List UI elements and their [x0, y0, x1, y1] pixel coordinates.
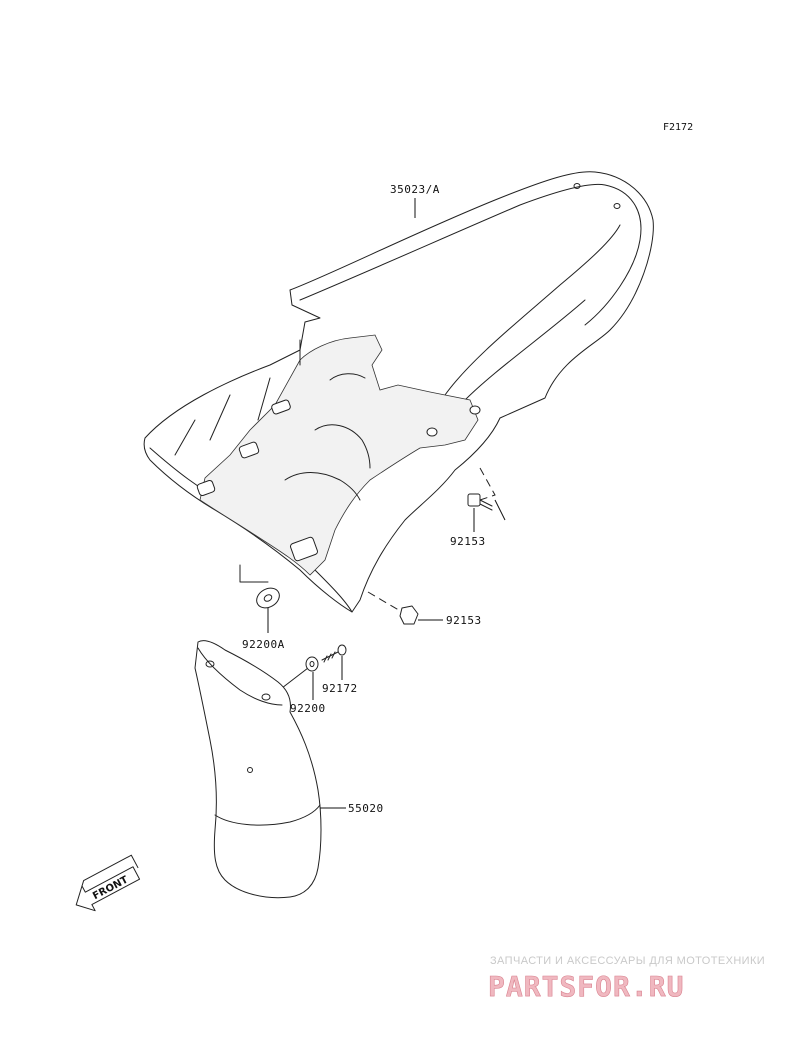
bolt-lower-dash-path — [367, 591, 403, 613]
bolt-upper-shank — [479, 499, 493, 511]
watermark-tagline: ЗАПЧАСТИ И АКСЕССУАРЫ ДЛЯ МОТОТЕХНИКИ — [490, 955, 765, 967]
bolt-upper-aux-line — [494, 499, 506, 521]
mount-hole-2 — [613, 203, 621, 209]
rear-fender-inner-bracket — [196, 334, 481, 576]
mud-flap-hole-1 — [205, 660, 215, 668]
bracket-hole-2 — [469, 405, 481, 415]
bracket-slot-4 — [271, 399, 291, 415]
screw-head — [337, 644, 347, 656]
rear-fender-ridge-1 — [299, 183, 642, 326]
screw-washer-assembly — [281, 644, 347, 700]
rear-fender-ridge-3 — [464, 299, 586, 401]
callout-bolt-upper: 92153 — [450, 535, 486, 548]
front-arrow-shadow — [81, 854, 139, 887]
grommet-bracket-line — [239, 564, 269, 583]
inner-bracket-body — [199, 334, 479, 576]
callout-washer: 92200 — [290, 702, 326, 715]
inner-bracket-rib-1 — [284, 472, 361, 501]
bracket-slot-2 — [196, 479, 216, 497]
bolt-upper-dash-path — [479, 467, 496, 501]
front-arrow-shape — [75, 866, 141, 912]
mud-flap-hole-2 — [261, 693, 271, 701]
bracket-hole-1 — [426, 427, 438, 437]
bolt-upper — [467, 467, 506, 532]
front-direction-arrow: FRONT — [75, 854, 141, 912]
grommet — [239, 564, 280, 633]
washer-hole — [309, 661, 315, 667]
bolt-upper-head — [467, 493, 481, 507]
mud-flap — [194, 640, 346, 899]
screw-alignment-line — [281, 667, 309, 689]
watermark: ЗАПЧАСТИ И АКСЕССУАРЫ ДЛЯ МОТОТЕХНИКИ PA… — [488, 955, 765, 1003]
mud-flap-fold-2 — [214, 804, 321, 826]
mud-flap-outline — [194, 640, 322, 899]
washer-body — [305, 656, 319, 672]
rear-fender-ridge-2 — [444, 224, 621, 396]
mud-flap-hole-3 — [247, 767, 253, 773]
callout-bolt-lower: 92153 — [446, 614, 482, 627]
bracket-slot-3 — [238, 441, 260, 459]
inner-bracket-rib-3 — [329, 373, 366, 381]
grommet-hole — [263, 594, 273, 602]
inner-bracket-rib-2 — [314, 424, 371, 469]
mount-hole-1 — [573, 183, 581, 189]
callout-rear-fender: 35023/A — [390, 183, 440, 196]
figure-code: F2172 — [663, 122, 693, 133]
bolt-lower — [367, 591, 443, 625]
rear-fender-side-line — [174, 377, 271, 456]
bracket-slot-1 — [289, 536, 319, 562]
grommet-body — [256, 587, 280, 609]
bolt-lower-head — [399, 605, 419, 625]
mud-flap-fold-1 — [197, 647, 283, 706]
watermark-brand: PARTSFOR.RU — [488, 970, 684, 1003]
callout-grommet: 92200A — [242, 638, 285, 651]
callout-mud-flap: 55020 — [348, 802, 384, 815]
callout-screw: 92172 — [322, 682, 358, 695]
screw-thread — [323, 651, 336, 663]
